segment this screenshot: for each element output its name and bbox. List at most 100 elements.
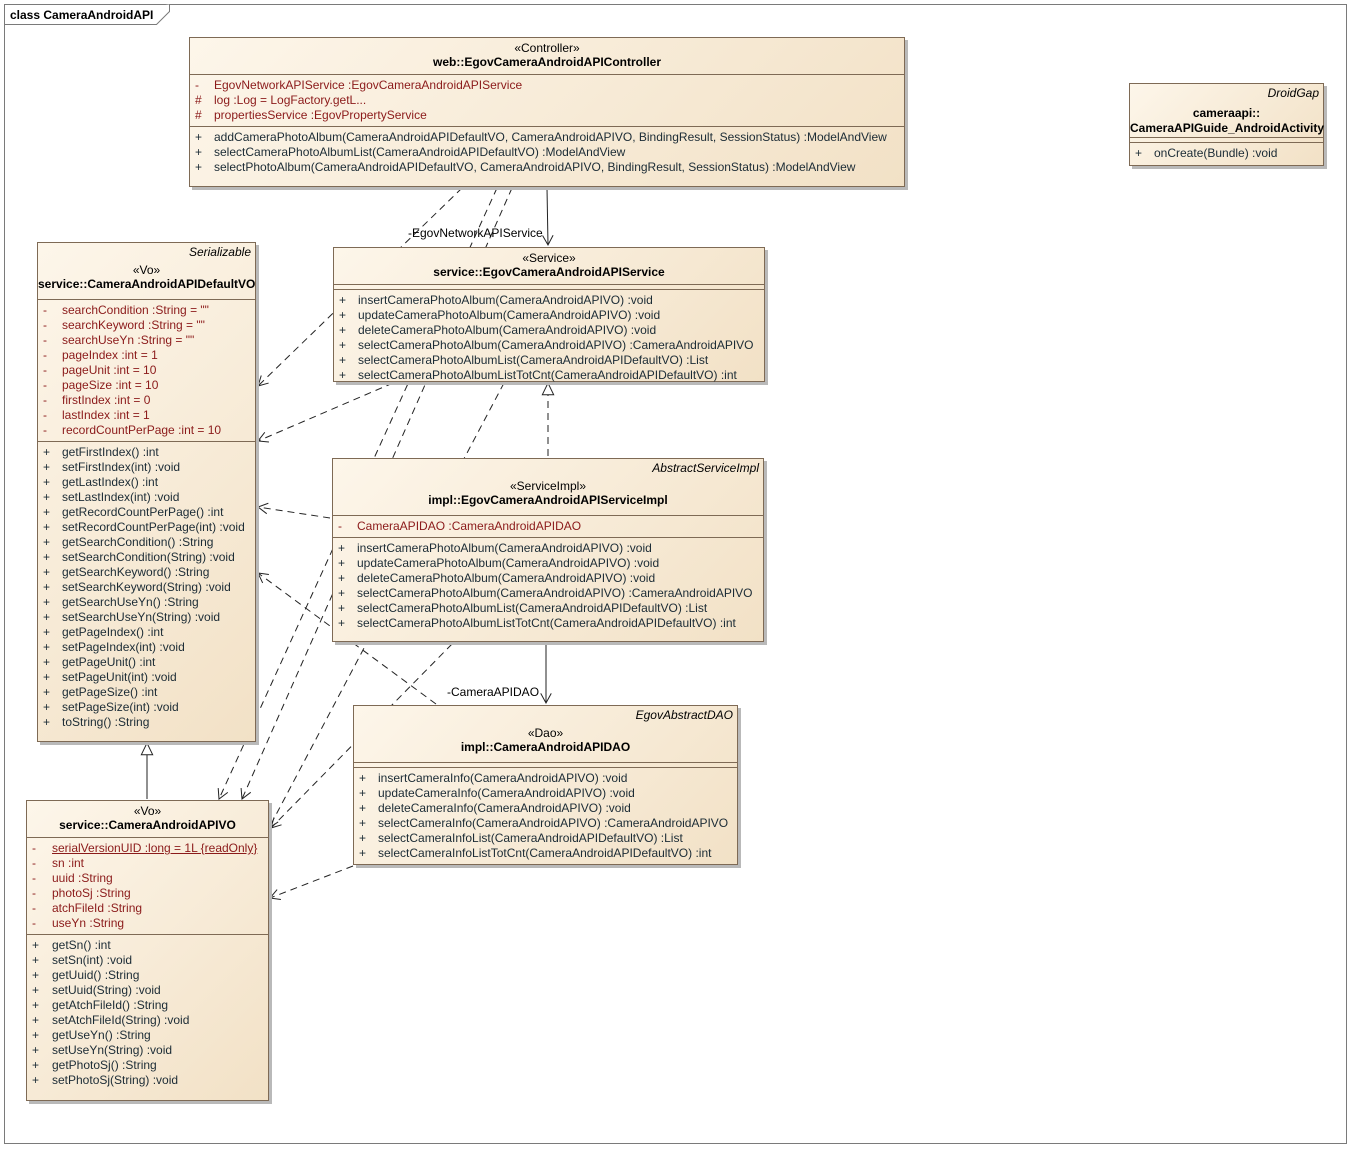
class-camera-android-api-default-vo[interactable]: Serializable«Vo»service::CameraAndroidAP… — [37, 242, 256, 742]
operation-text: getFirstIndex() :int — [62, 445, 159, 459]
operation-row: +setSearchKeyword(String) :void — [38, 580, 255, 595]
class-stereotype: «Vo» — [132, 263, 161, 277]
attribute-row: -searchCondition :String = "" — [38, 303, 255, 318]
class-name: service::CameraAndroidAPIDefaultVO — [38, 277, 256, 291]
visibility-marker: # — [195, 93, 202, 107]
class-egov-camera-android-api-controller[interactable]: «Controller»web::EgovCameraAndroidAPICon… — [189, 37, 905, 187]
attribute-text: searchCondition :String = "" — [62, 303, 209, 317]
operation-row: +selectCameraInfoList(CameraAndroidAPIDe… — [354, 831, 737, 846]
operation-text: selectCameraPhotoAlbumList(CameraAndroid… — [214, 145, 626, 159]
operation-text: selectCameraPhotoAlbumList(CameraAndroid… — [358, 353, 709, 367]
operation-text: setPageIndex(int) :void — [62, 640, 185, 654]
operation-row: +setUuid(String) :void — [27, 983, 268, 998]
operation-row: + selectCameraPhotoAlbumList(CameraAndroi… — [334, 353, 764, 368]
attribute-text: CameraAPIDAO :CameraAndroidAPIDAO — [357, 519, 582, 533]
visibility-marker: + — [32, 998, 40, 1012]
attributes-section — [334, 285, 764, 290]
visibility-marker: + — [43, 640, 51, 654]
operation-text: selectCameraPhotoAlbumListTotCnt(CameraA… — [358, 368, 737, 382]
attributes-section: -serialVersionUID :long = 1L {readOnly}-… — [27, 838, 268, 935]
operation-text: toString() :String — [62, 715, 150, 729]
attribute-row: -serialVersionUID :long = 1L {readOnly} — [27, 841, 268, 856]
visibility-marker: - — [43, 348, 47, 362]
operation-row: +getPageIndex() :int — [38, 625, 255, 640]
attribute-row: #propertiesService :EgovPropertyService — [190, 108, 904, 123]
operation-text: setUseYn(String) :void — [52, 1043, 173, 1057]
operation-row: + setFirstIndex(int) :void — [38, 460, 255, 475]
visibility-marker: + — [32, 1028, 40, 1042]
visibility-marker: + — [43, 445, 51, 459]
visibility-marker: + — [43, 460, 51, 474]
operation-row: +addCameraPhotoAlbum(CameraAndroidAPIDef… — [190, 130, 904, 145]
class-egov-camera-android-api-service[interactable]: «Service»service::EgovCameraAndroidAPISe… — [333, 247, 765, 382]
class-name: cameraapi:: — [1192, 106, 1261, 120]
attribute-row: #log :Log = LogFactory.getL... — [190, 93, 904, 108]
operation-text: getPageIndex() :int — [62, 625, 164, 639]
visibility-marker: + — [43, 700, 51, 714]
operations-section: +getSn() :int+setSn(int) :void+getUuid()… — [27, 935, 268, 1091]
visibility-marker: + — [43, 595, 51, 609]
attribute-text: photoSj :String — [52, 886, 131, 900]
class-egov-camera-android-api-service-impl[interactable]: AbstractServiceImpl«ServiceImpl»impl::Eg… — [332, 458, 764, 642]
visibility-marker: + — [32, 1013, 40, 1027]
operation-text: getSearchKeyword() :String — [62, 565, 210, 579]
operation-row: + getFirstIndex() :int — [38, 445, 255, 460]
attribute-text: recordCountPerPage :int = 10 — [62, 423, 222, 437]
operation-text: getRecordCountPerPage() :int — [62, 505, 224, 519]
class-stereotype: «Dao» — [527, 726, 564, 740]
operation-row: +toString() :String — [38, 715, 255, 730]
operation-text: getUseYn() :String — [52, 1028, 151, 1042]
attributes-section: -CameraAPIDAO :CameraAndroidAPIDAO — [333, 516, 763, 538]
attribute-text: useYn :String — [52, 916, 125, 930]
operation-row: +updateCameraPhotoAlbum(CameraAndroidAPI… — [333, 556, 763, 571]
operation-row: + selectCameraPhotoAlbumList(CameraAndroi… — [333, 601, 763, 616]
operation-text: updateCameraPhotoAlbum(CameraAndroidAPIV… — [357, 556, 660, 570]
visibility-marker: - — [43, 333, 47, 347]
visibility-marker: + — [43, 490, 51, 504]
visibility-marker: + — [43, 685, 51, 699]
visibility-marker: + — [43, 475, 51, 489]
visibility-marker: + — [32, 1043, 40, 1057]
class-name: impl::EgovCameraAndroidAPIServiceImpl — [428, 493, 668, 507]
class-camera-android-api-vo[interactable]: «Vo»service::CameraAndroidAPIVO-serialVe… — [26, 800, 269, 1101]
dependency-service-to-defaultvo — [257, 382, 394, 443]
association-role-camera-dao: -CameraAPIDAO — [447, 685, 540, 699]
operations-section: +addCameraPhotoAlbum(CameraAndroidAPIDef… — [190, 127, 904, 178]
class-stereotype: «ServiceImpl» — [509, 479, 587, 493]
class-camera-android-api-dao[interactable]: EgovAbstractDAO«Dao»impl::CameraAndroidA… — [353, 705, 738, 865]
operation-text: addCameraPhotoAlbum(CameraAndroidAPIDefa… — [214, 130, 887, 144]
visibility-marker: + — [339, 323, 347, 337]
attributes-section — [354, 763, 737, 768]
class-parent: Serializable — [188, 245, 251, 259]
attribute-row: -pageUnit :int = 10 — [38, 363, 255, 378]
attribute-row: -CameraAPIDAO :CameraAndroidAPIDAO — [333, 519, 763, 534]
operation-row: +setPageSize(int) :void — [38, 700, 255, 715]
visibility-marker: + — [339, 353, 347, 367]
attribute-text: pageSize :int = 10 — [62, 378, 159, 392]
attribute-text: serialVersionUID :long = 1L {readOnly} — [52, 841, 258, 855]
visibility-marker: - — [43, 378, 47, 392]
operation-text: setLastIndex(int) :void — [62, 490, 180, 504]
operation-row: +getAtchFileId() :String — [27, 998, 268, 1013]
attribute-text: atchFileId :String — [52, 901, 143, 915]
operation-text: selectCameraPhotoAlbumList(CameraAndroid… — [357, 601, 708, 615]
operation-text: setFirstIndex(int) :void — [62, 460, 181, 474]
visibility-marker: + — [339, 338, 347, 352]
attribute-row: -photoSj :String — [27, 886, 268, 901]
attribute-row: -lastIndex :int = 1 — [38, 408, 255, 423]
operation-text: setPageUnit(int) :void — [62, 670, 177, 684]
visibility-marker: + — [43, 520, 51, 534]
attribute-row: - pageIndex :int = 1 — [38, 348, 255, 363]
realization-serviceimpl-to-service — [541, 381, 555, 456]
visibility-marker: + — [339, 308, 347, 322]
operation-row: +getUuid() :String — [27, 968, 268, 983]
operation-text: setAtchFileId(String) :void — [52, 1013, 190, 1027]
attribute-row: -sn :int — [27, 856, 268, 871]
visibility-marker: - — [43, 408, 47, 422]
visibility-marker: + — [338, 601, 346, 615]
visibility-marker: + — [43, 550, 51, 564]
operation-row: +getRecordCountPerPage() :int — [38, 505, 255, 520]
attribute-text: pageIndex :int = 1 — [62, 348, 158, 362]
operation-row: + setAtchFileId(String) :void — [27, 1013, 268, 1028]
